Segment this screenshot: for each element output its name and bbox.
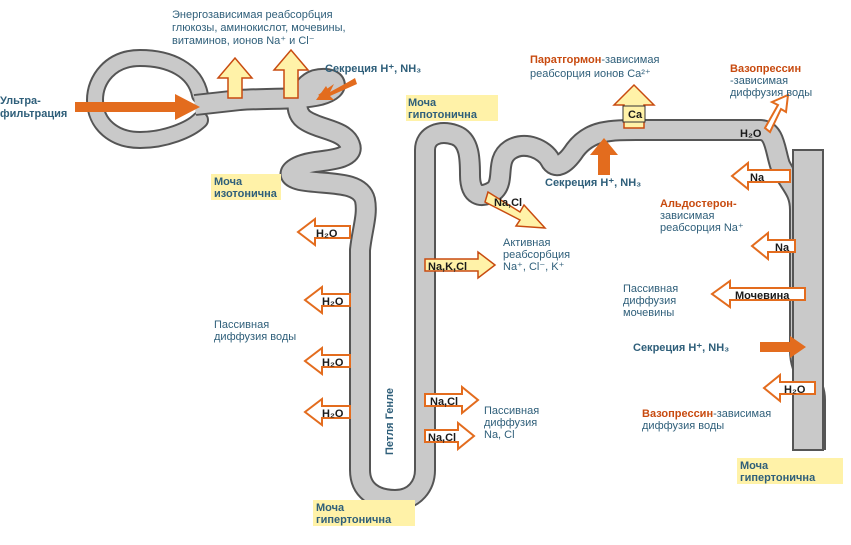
na-box-label-1: Na (750, 172, 765, 184)
passive-nacl-1: Пассивная (484, 405, 539, 417)
urea-arrow (710, 279, 806, 309)
naklcl-arrow (424, 250, 497, 280)
urine-hyper-left-highlight (313, 500, 415, 526)
reabsorption-arrow-1 (216, 56, 254, 99)
pth-rest: -зависимая (601, 54, 659, 66)
nacl-box-label-2: Na,Cl (428, 432, 456, 444)
reabsorption-arrow-2 (272, 48, 310, 99)
passive-water-2: диффузия воды (214, 331, 296, 343)
h2o-label-top: H₂O (740, 128, 762, 140)
passive-urea-3: мочевины (623, 307, 674, 319)
vaso-top-line2: -зависимая (730, 75, 788, 87)
urine-isotonic-label-1: Моча (214, 176, 243, 188)
reabsorption-label-1: Энергозависимая реабсорбция (172, 9, 333, 21)
nacl-arrow-1 (424, 384, 480, 416)
h2o-arrow-3 (303, 345, 351, 377)
ca-box (622, 105, 646, 123)
urine-hyper-right-1: Моча (740, 460, 769, 472)
h2o-arrow-1 (296, 216, 351, 248)
secretion-mid-label: Секреция H⁺, NH₃ (545, 177, 641, 189)
secretion-arrow-top-head (316, 78, 357, 100)
urine-hyper-left-1: Моча (316, 502, 345, 514)
ultrafiltration-arrow (75, 94, 200, 120)
vaso-top-line3: диффузия воды (730, 87, 812, 99)
active-reabs-3: Na⁺, Cl⁻, K⁺ (503, 261, 565, 273)
urea-box-label: Мочевина (735, 290, 790, 302)
loop-henle-label: Петля Генле (384, 388, 396, 455)
na-arrow-aldo (730, 160, 791, 192)
passive-nacl-3: Na, Cl (484, 429, 515, 441)
na-box-label-2: Na (775, 242, 790, 254)
aldo-line3: реабсорция Na⁺ (660, 222, 744, 234)
urine-hypotonic-label-2: гипотонична (408, 109, 478, 121)
naklcl-box-label: Na,K,Cl (428, 261, 467, 273)
h2o-arrow-2 (303, 284, 351, 316)
vaso-bottom-line1: Вазопрессин-зависимая (642, 408, 771, 420)
secretion-arrow-mid (590, 138, 618, 175)
secretion-top-label: Секреция H⁺, NH₃ (325, 63, 421, 75)
urine-hyper-right-highlight (737, 458, 843, 484)
h2o-label-2: H₂O (322, 296, 344, 308)
h2o-arrow-4 (303, 396, 351, 428)
h2o-label-4: H₂O (322, 408, 344, 420)
passive-urea-1: Пассивная (623, 283, 678, 295)
passive-nacl-2: диффузия (484, 417, 537, 429)
h2o-label-1: H₂O (316, 228, 338, 240)
urine-hyper-left-2: гипертонична (316, 514, 392, 526)
pth-label-1: Паратгормон-зависимая (530, 54, 659, 66)
vasopressin-arrow-top (763, 93, 790, 134)
urine-hyper-right-2: гипертонична (740, 472, 816, 484)
active-reabs-2: реабсорбция (503, 249, 570, 261)
urine-isotonic-label-2: изотонична (214, 188, 278, 200)
reabsorption-label-2: глюкозы, аминокислот, мочевины, (172, 22, 346, 34)
nacl-box-label-top: Na,Cl (494, 197, 522, 209)
aldo-title-2: зависимая (660, 210, 714, 222)
ca-box-label: Ca (628, 109, 643, 121)
h2o-arrows-left: H₂O H₂O H₂O H₂O (296, 216, 351, 428)
passive-water-1: Пассивная (214, 319, 269, 331)
nacl-box-label-1: Na,Cl (430, 396, 458, 408)
urine-hypotonic-label-1: Моча (408, 97, 437, 109)
ultrafiltration-label-2: фильтрация (0, 108, 67, 120)
h2o-label-right: H₂O (784, 384, 806, 396)
nacl-arrow-2 (424, 420, 476, 452)
h2o-arrow-right (762, 372, 816, 404)
secretion-right-label: Секреция H⁺, NH₃ (633, 342, 729, 354)
pth-title: Паратгормон (530, 54, 601, 66)
passive-urea-2: диффузия (623, 295, 676, 307)
urine-hypotonic-highlight (406, 95, 498, 121)
ultrafiltration-label-1: Ультра- (0, 95, 41, 107)
h2o-label-3: H₂O (322, 357, 344, 369)
urine-isotonic-highlight (211, 174, 281, 200)
vaso-top-title: Вазопрессин (730, 63, 801, 75)
pth-label-2: реабсорция ионов Ca²⁺ (530, 68, 651, 80)
nacl-active-arrow (484, 190, 547, 229)
reabsorption-label-3: витаминов, ионов Na⁺ и Cl⁻ (172, 35, 315, 47)
vaso-bottom-line2: диффузия воды (642, 420, 724, 432)
secretion-arrow-right (760, 336, 806, 358)
active-reabs-1: Активная (503, 237, 550, 249)
vaso-bottom-rest: -зависимая (713, 408, 771, 420)
vaso-bottom-title: Вазопрессин (642, 408, 713, 420)
na-arrow-2 (750, 230, 796, 262)
aldo-title-1: Альдостерон- (660, 198, 737, 210)
